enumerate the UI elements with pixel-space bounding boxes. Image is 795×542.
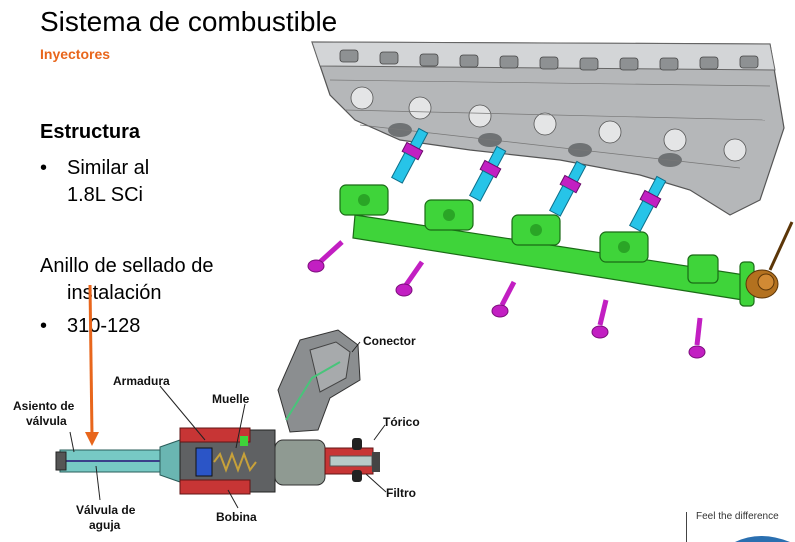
slide-subtitle: Inyectores [40,46,111,62]
label-valvula-line1: Válvula de [76,503,136,517]
slide-title: Sistema de combustible [40,6,338,37]
bullet-line-1: Similar al [67,157,150,179]
logo-fragment [735,536,790,542]
cylinder-head-image [311,41,785,216]
bullet-marker: • [40,315,48,337]
label-asiento-line1: Asiento de [13,399,75,413]
bullet-text: Similar al 1.8L SCi [67,155,149,209]
label-leader-lines [69,341,387,509]
label-muelle: Muelle [212,392,250,406]
label-torico: Tórico [383,415,420,429]
paragraph-line-1: Anillo de sellado de [40,255,214,277]
label-asiento-line2: válvula [26,414,67,428]
section-heading: Estructura [40,121,141,143]
label-bobina: Bobina [216,510,257,524]
label-conector: Conector [363,334,416,348]
label-filtro: Filtro [386,486,416,500]
bolts-image [307,240,706,359]
footer-tagline: Feel the difference [696,511,779,522]
fuel-rail-image [339,184,794,307]
label-valvula-line2: aguja [89,518,121,532]
pointer-arrow [85,284,99,446]
bullet-line-2: 1.8L SCi [67,184,143,206]
tool-number-text: 310-128 [67,315,141,337]
label-armadura: Armadura [113,374,170,388]
injectors-image [391,127,667,232]
injector-cutaway-image [55,329,380,495]
bullet-marker: • [40,157,48,179]
footer-divider [686,512,687,542]
